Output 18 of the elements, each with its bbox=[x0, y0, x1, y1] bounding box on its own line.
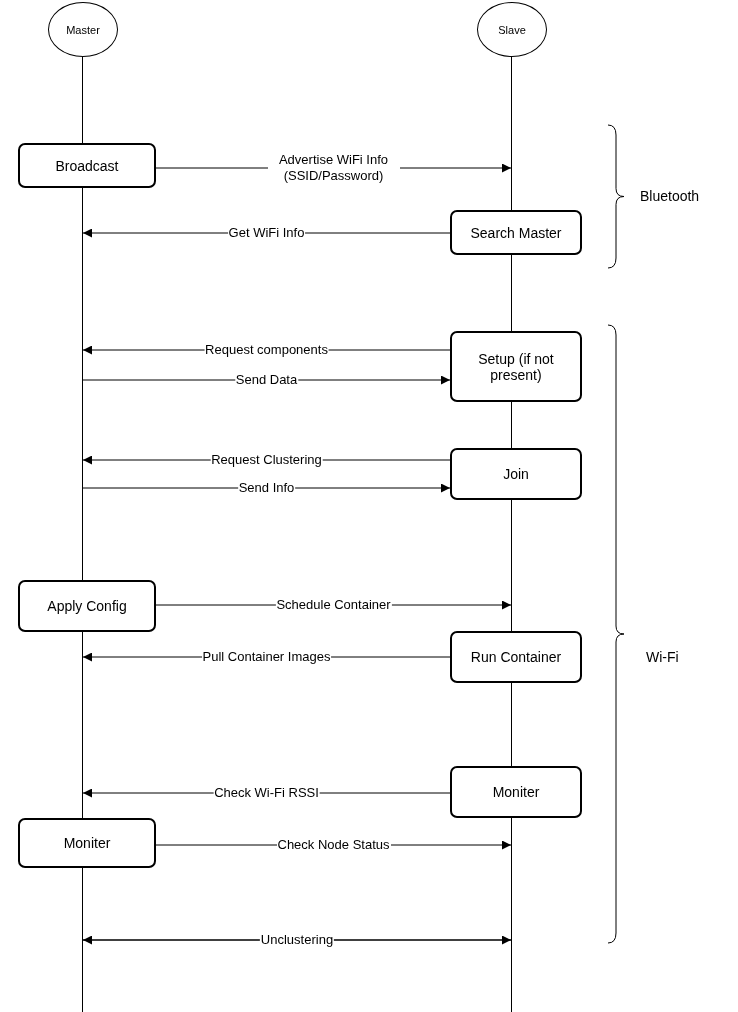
edge-label: Request components bbox=[204, 342, 329, 358]
activation-box: Moniter bbox=[18, 818, 156, 868]
edge-label: Request Clustering bbox=[210, 452, 323, 468]
activation-box: Search Master bbox=[450, 210, 582, 255]
activation-box: Run Container bbox=[450, 631, 582, 683]
bracket-label: Wi-Fi bbox=[646, 649, 679, 665]
edge-label: Unclustering bbox=[259, 932, 335, 948]
edge-label: Pull Container Images bbox=[201, 649, 332, 665]
activation-box: Apply Config bbox=[18, 580, 156, 632]
participant-ellipse: Slave bbox=[477, 2, 547, 57]
arrow bbox=[82, 935, 512, 945]
edge-label: Advertise WiFi Info (SSID/Password) bbox=[267, 152, 400, 184]
activation-box: Moniter bbox=[450, 766, 582, 818]
participant-ellipse: Master bbox=[48, 2, 118, 57]
bracket-label: Bluetooth bbox=[640, 188, 700, 204]
activation-box: Join bbox=[450, 448, 582, 500]
activation-box: Setup (if not present) bbox=[450, 331, 582, 402]
activation-box: Broadcast bbox=[18, 143, 156, 188]
